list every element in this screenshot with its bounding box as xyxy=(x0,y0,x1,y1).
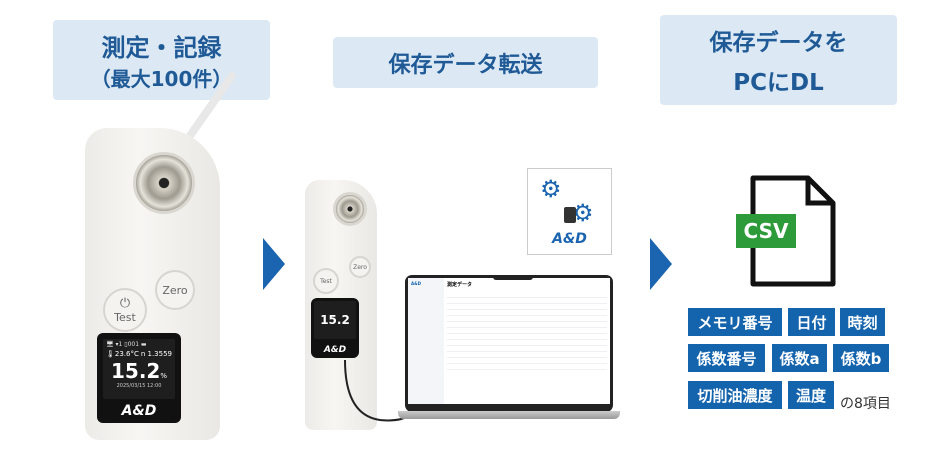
prism-lens xyxy=(133,152,195,214)
test-button[interactable]: Test xyxy=(313,268,339,294)
prism-lens xyxy=(333,192,367,226)
data-table xyxy=(447,292,607,372)
step-2-label: 保存データ転送 xyxy=(333,37,598,88)
brand-logo: A&D xyxy=(323,345,347,355)
concentration-value: 15.2 xyxy=(110,359,161,383)
laptop: A&D 測定データ xyxy=(405,275,613,412)
step-3-subtitle: PCにDL xyxy=(733,70,824,96)
item-tag: 係数a xyxy=(772,344,827,372)
item-tag: 係数番号 xyxy=(688,344,765,372)
status-bar: 🖥 ▾1 ▯001 ▬ xyxy=(106,341,147,348)
power-icon: ⏻ xyxy=(119,296,131,311)
item-tag: 時刻 xyxy=(840,308,885,336)
zero-label: Zero xyxy=(162,283,188,297)
step-2-title: 保存データ転送 xyxy=(388,52,543,78)
arrow-right-icon xyxy=(650,238,672,290)
device-icon xyxy=(564,207,576,223)
zero-button[interactable]: Zero xyxy=(155,270,195,310)
zero-label: Zero xyxy=(353,263,367,271)
refractive-index: n 1.3559 xyxy=(140,350,172,358)
gear-icon: ⚙ xyxy=(572,199,594,227)
gear-icon: ⚙ xyxy=(540,175,562,203)
test-label: Test xyxy=(320,277,332,285)
step-1-title: 測定・記録 xyxy=(101,34,222,62)
item-tag: 日付 xyxy=(788,308,835,336)
concentration-value: 15.2 xyxy=(320,313,350,327)
datetime: 2025/03/15 12:00 xyxy=(116,383,162,389)
app-icon: ⚙ ⚙ A&D xyxy=(527,168,612,255)
step-1-subtitle: （最大100件） xyxy=(90,67,233,91)
test-button[interactable]: ⏻Test xyxy=(103,288,147,332)
zero-button[interactable]: Zero xyxy=(349,256,371,278)
brand-logo: A&D xyxy=(121,403,157,419)
step-3-title: 保存データを xyxy=(709,30,848,56)
brand-logo: A&D xyxy=(552,231,587,247)
item-tag: メモリ番号 xyxy=(688,308,782,336)
device-screen: 15.2 A&D xyxy=(311,298,359,358)
laptop-base xyxy=(398,411,620,419)
unit: % xyxy=(160,372,167,380)
item-tag: 温度 xyxy=(788,381,834,409)
csv-label: CSV xyxy=(743,219,789,243)
test-label: Test xyxy=(114,311,136,324)
temperature: 🌡23.6°C xyxy=(106,350,139,358)
items-count-text: の8項目 xyxy=(840,396,891,412)
step-1-label: 測定・記録 （最大100件） xyxy=(53,20,270,100)
laptop-screen: A&D 測定データ xyxy=(408,275,610,404)
item-tag: 係数b xyxy=(833,344,889,372)
item-tag: 切削油濃度 xyxy=(688,381,782,409)
arrow-right-icon xyxy=(263,238,285,290)
app-logo: A&D xyxy=(411,281,421,286)
app-title: 測定データ xyxy=(447,282,473,288)
step-3-label: 保存データを PCにDL xyxy=(660,15,897,105)
csv-badge: CSV xyxy=(736,214,796,248)
refractometer-small: Zero Test 15.2 A&D xyxy=(305,180,377,430)
app-sidebar: A&D xyxy=(408,278,444,404)
